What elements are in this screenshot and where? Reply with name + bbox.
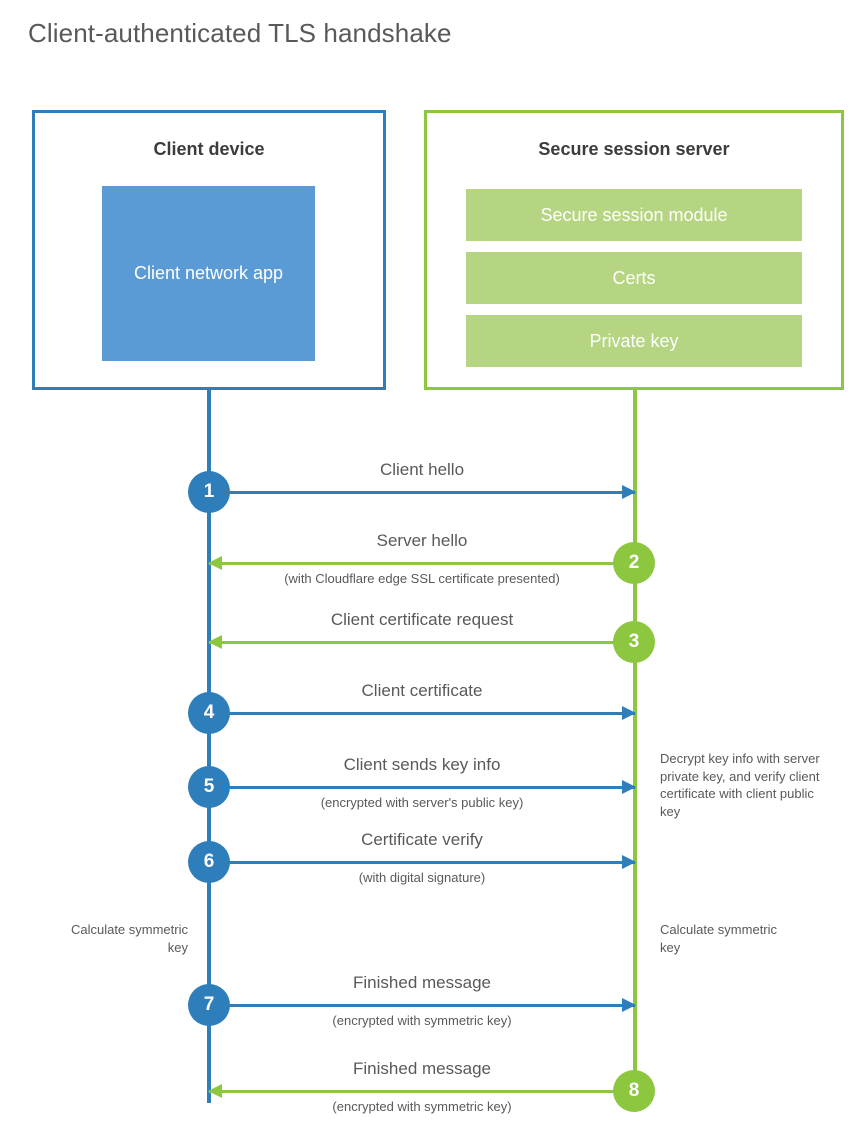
secure-session-server-title: Secure session server bbox=[538, 139, 730, 159]
client-device-title: Client device bbox=[153, 139, 265, 159]
step-circle-4[interactable]: 4 bbox=[188, 692, 230, 734]
message-label-7: Finished message bbox=[353, 973, 491, 992]
message-sub-5: (encrypted with server's public key) bbox=[320, 795, 524, 810]
client-device-box: Client device Client network app bbox=[32, 110, 386, 390]
note-server-decrypt: Decrypt key info with server private key… bbox=[660, 751, 820, 819]
arrow-right-icon bbox=[622, 780, 636, 794]
message-line-5 bbox=[209, 786, 635, 789]
step-circle-2[interactable]: 2 bbox=[613, 542, 655, 584]
message-label-8: Finished message bbox=[353, 1059, 491, 1078]
step-circle-8[interactable]: 8 bbox=[613, 1070, 655, 1112]
message-sub-2: (with Cloudflare edge SSL certificate pr… bbox=[284, 571, 560, 586]
arrow-left-icon bbox=[208, 635, 222, 649]
message-label-4: Client certificate bbox=[361, 681, 483, 700]
step-circle-3[interactable]: 3 bbox=[613, 621, 655, 663]
message-label-6: Certificate verify bbox=[361, 830, 483, 849]
client-lifeline bbox=[207, 388, 211, 1103]
message-label-3: Client certificate request bbox=[330, 610, 514, 629]
note-client-calculate-symmetric-key: Calculate symmetric key bbox=[70, 922, 188, 955]
server-component-secure-session-module: Secure session module bbox=[466, 189, 802, 241]
step-circle-1[interactable]: 1 bbox=[188, 471, 230, 513]
arrow-left-icon bbox=[208, 556, 222, 570]
step-circle-7[interactable]: 7 bbox=[188, 984, 230, 1026]
arrow-right-icon bbox=[622, 998, 636, 1012]
server-component-private-key: Private key bbox=[466, 315, 802, 367]
message-sub-7: (encrypted with symmetric key) bbox=[332, 1013, 512, 1028]
message-line-2 bbox=[209, 562, 635, 565]
arrow-left-icon bbox=[208, 1084, 222, 1098]
arrow-right-icon bbox=[622, 855, 636, 869]
message-line-3 bbox=[209, 641, 635, 644]
page-title: Client-authenticated TLS handshake bbox=[28, 18, 452, 48]
message-sub-6: (with digital signature) bbox=[358, 870, 486, 885]
message-line-1 bbox=[209, 491, 635, 494]
message-label-2: Server hello bbox=[376, 531, 468, 550]
arrow-right-icon bbox=[622, 485, 636, 499]
client-network-app-box: Client network app bbox=[102, 186, 315, 361]
message-line-8 bbox=[209, 1090, 635, 1093]
message-line-7 bbox=[209, 1004, 635, 1007]
arrow-right-icon bbox=[622, 706, 636, 720]
server-lifeline bbox=[633, 388, 637, 1095]
message-line-6 bbox=[209, 861, 635, 864]
message-label-1: Client hello bbox=[379, 460, 465, 479]
message-label-5: Client sends key info bbox=[343, 755, 501, 774]
step-circle-5[interactable]: 5 bbox=[188, 766, 230, 808]
secure-session-server-box: Secure session server Secure session mod… bbox=[424, 110, 844, 390]
message-sub-8: (encrypted with symmetric key) bbox=[332, 1099, 512, 1114]
server-component-certs: Certs bbox=[466, 252, 802, 304]
step-circle-6[interactable]: 6 bbox=[188, 841, 230, 883]
note-server-calculate-symmetric-key: Calculate symmetric key bbox=[660, 922, 778, 955]
message-line-4 bbox=[209, 712, 635, 715]
